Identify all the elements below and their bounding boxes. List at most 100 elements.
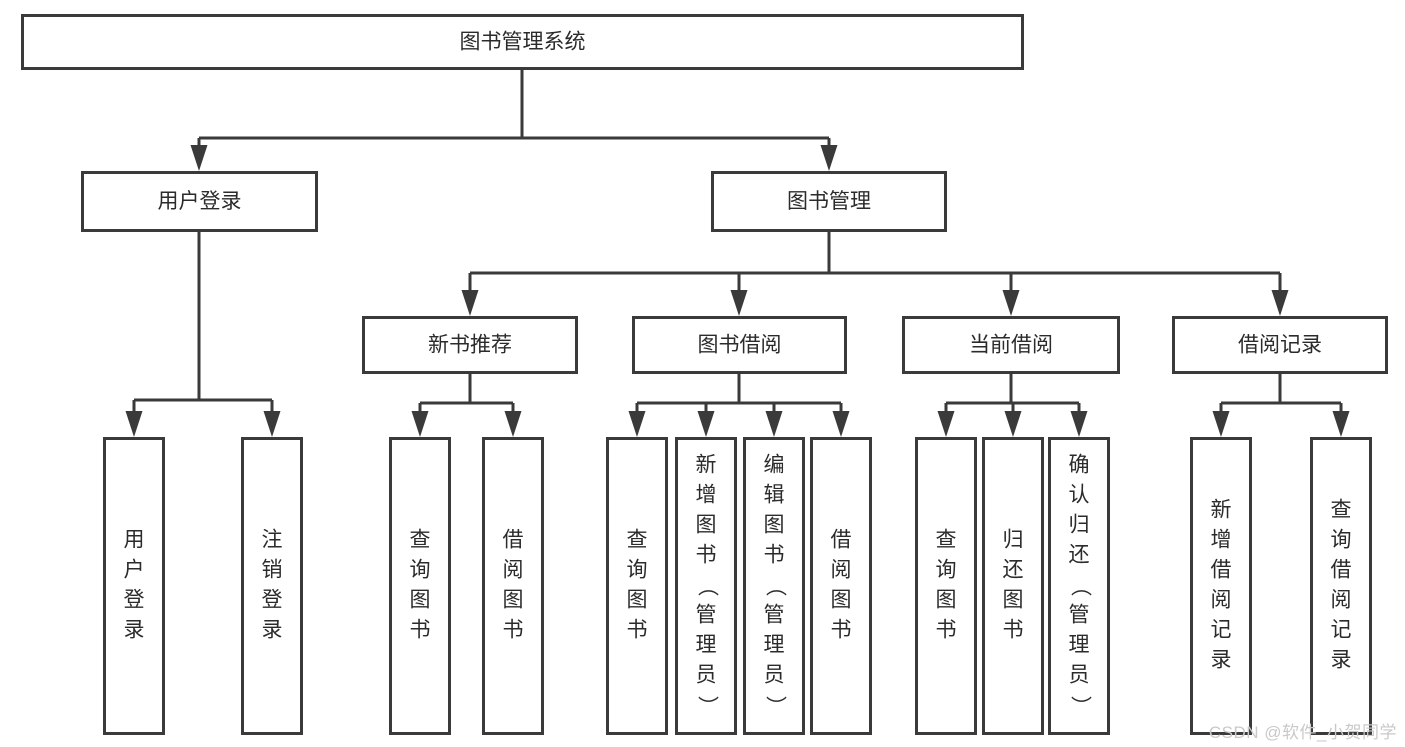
node-box [1048,437,1110,735]
node-leaf-borrow-book-1[interactable]: 借阅图书借阅图书 [482,437,544,735]
node-label-char: 录 [1331,649,1352,672]
node-label-char: 图 [764,514,785,537]
edge-group-user-login-children [125,232,281,437]
node-box [1190,437,1252,735]
node-label-char: 户 [124,559,145,582]
node-label-char: 借 [831,529,852,552]
arrow-head-icon [765,411,783,437]
arrow-head-icon [1070,411,1088,437]
arrow-head-icon [1332,411,1350,437]
node-label-char: 销 [262,559,283,582]
node-box [21,14,1024,70]
node-label-char: 书 [936,619,957,642]
arrow-head-icon [1002,290,1020,316]
arrow-head-icon [1004,411,1022,437]
node-label-char: 图 [410,589,431,612]
node-box [482,437,544,735]
node-label-char: 询 [936,559,957,582]
edges-layer [125,70,1350,437]
arrow-head-icon [628,411,646,437]
node-label: 借阅记录 [1238,334,1322,357]
node-box [241,437,303,735]
node-box [982,437,1044,735]
node-book-manage[interactable]: 图书管理 [711,171,947,232]
node-label-char: ） [1068,696,1091,717]
node-box [362,316,578,374]
node-box [632,316,847,374]
arrow-head-icon [263,411,281,437]
arrow-head-icon [125,411,143,437]
node-box [389,437,451,735]
node-label-char: 还 [1003,559,1024,582]
node-label-char: 阅 [503,559,524,582]
node-box [81,171,318,232]
node-box [711,171,947,232]
node-label-char: 编 [764,454,785,477]
node-label-char: 还 [1069,544,1090,567]
node-label-char: 图 [936,589,957,612]
node-current-borrow[interactable]: 当前借阅 [902,316,1120,374]
node-box [1310,437,1372,735]
node-root[interactable]: 图书管理系统 [21,14,1024,70]
node-label-char: 阅 [1211,589,1232,612]
node-label: 用户登录 [158,190,242,213]
node-label-char: 书 [696,544,717,567]
node-label-char: ） [763,696,786,717]
node-label-char: 用 [124,529,145,552]
node-label-char: 书 [627,619,648,642]
node-label-char: 查 [627,529,648,552]
node-leaf-user-login[interactable]: 用户登录用户登录 [103,437,165,735]
node-label-char: 辑 [764,484,785,507]
node-label-char: 理 [1069,634,1090,657]
node-label-char: 图 [696,514,717,537]
node-leaf-query-book-1[interactable]: 查询图书查询图书 [389,437,451,735]
arrow-head-icon [461,290,479,316]
arrow-head-icon [1212,411,1230,437]
node-book-borrow[interactable]: 图书借阅 [632,316,847,374]
node-user-login[interactable]: 用户登录 [81,171,318,232]
node-label-char: 归 [1069,514,1090,537]
node-label-char: 图 [1003,589,1024,612]
node-label-char: 管 [764,604,785,627]
node-label-char: 录 [262,619,283,642]
arrow-head-icon [1271,290,1289,316]
node-leaf-return-book[interactable]: 归还图书归还图书 [982,437,1044,735]
node-label-char: 记 [1211,619,1232,642]
arrow-head-icon [937,411,955,437]
node-label-char: 认 [1069,484,1090,507]
edge-group-book-manage-children [461,232,1289,316]
node-leaf-borrow-book-2[interactable]: 借阅图书借阅图书 [810,437,872,735]
edge-group-current-borrow-children [937,374,1088,437]
node-new-book-rec[interactable]: 新书推荐 [362,316,578,374]
node-label-char: （ [695,576,718,597]
arrow-head-icon [411,411,429,437]
node-leaf-logout[interactable]: 注销登录注销登录 [241,437,303,735]
node-leaf-add-record[interactable]: 新增借阅记录新增借阅记录 [1190,437,1252,735]
node-label-char: 查 [936,529,957,552]
node-label-char: 增 [1211,529,1232,552]
node-label-char: 理 [764,634,785,657]
node-label-char: 员 [696,664,717,687]
node-label-char: 借 [503,529,524,552]
node-label-char: 员 [1069,664,1090,687]
node-box [915,437,977,735]
node-label-char: 图 [503,589,524,612]
node-label-char: 管 [696,604,717,627]
node-label: 新书推荐 [428,334,512,357]
node-leaf-query-record[interactable]: 查询借阅记录查询借阅记录 [1310,437,1372,735]
node-label-char: 记 [1331,619,1352,642]
node-label-char: 新 [1211,499,1232,522]
csdn-watermark: CSDN @软件_小贺同学 [1208,723,1397,742]
node-label-char: 借 [1211,559,1232,582]
node-leaf-query-book-3[interactable]: 查询图书查询图书 [915,437,977,735]
node-leaf-query-book-2[interactable]: 查询图书查询图书 [606,437,668,735]
node-label: 图书管理系统 [460,31,586,54]
node-label-char: 新 [696,454,717,477]
node-label-char: 归 [1003,529,1024,552]
node-label-char: 图 [627,589,648,612]
node-box [902,316,1120,374]
node-borrow-record[interactable]: 借阅记录 [1172,316,1388,374]
